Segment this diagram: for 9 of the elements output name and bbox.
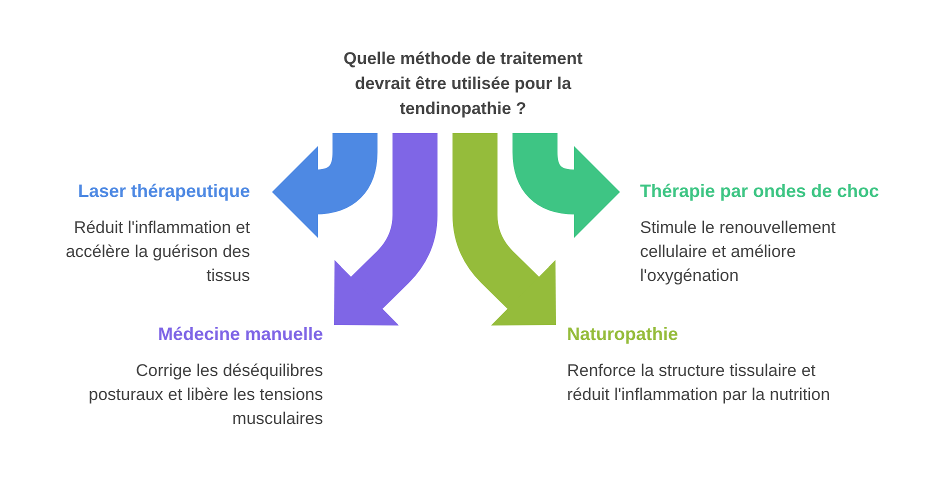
option-heading: Thérapie par ondes de choc [640, 180, 880, 202]
option-description: Stimule le renouvellement cellulaire et améliore l'oxygénation [640, 217, 837, 287]
option-description: Corrige les déséquilibres posturaux et libère les tensions musculaires [88, 360, 323, 430]
option-description: Renforce la structure tissulaire et réduit l'inflammation par la nutrition [567, 360, 832, 406]
question-title: Quelle méthode de traitement devrait être utilisée pour la tendinopathie ? [342, 48, 584, 120]
option-heading: Laser thérapeutique [78, 180, 250, 202]
option-heading: Naturopathie [567, 323, 678, 345]
option-heading: Médecine manuelle [158, 323, 323, 345]
option-description: Réduit l'inflammation et accélère la guérison des tissus [64, 217, 250, 287]
